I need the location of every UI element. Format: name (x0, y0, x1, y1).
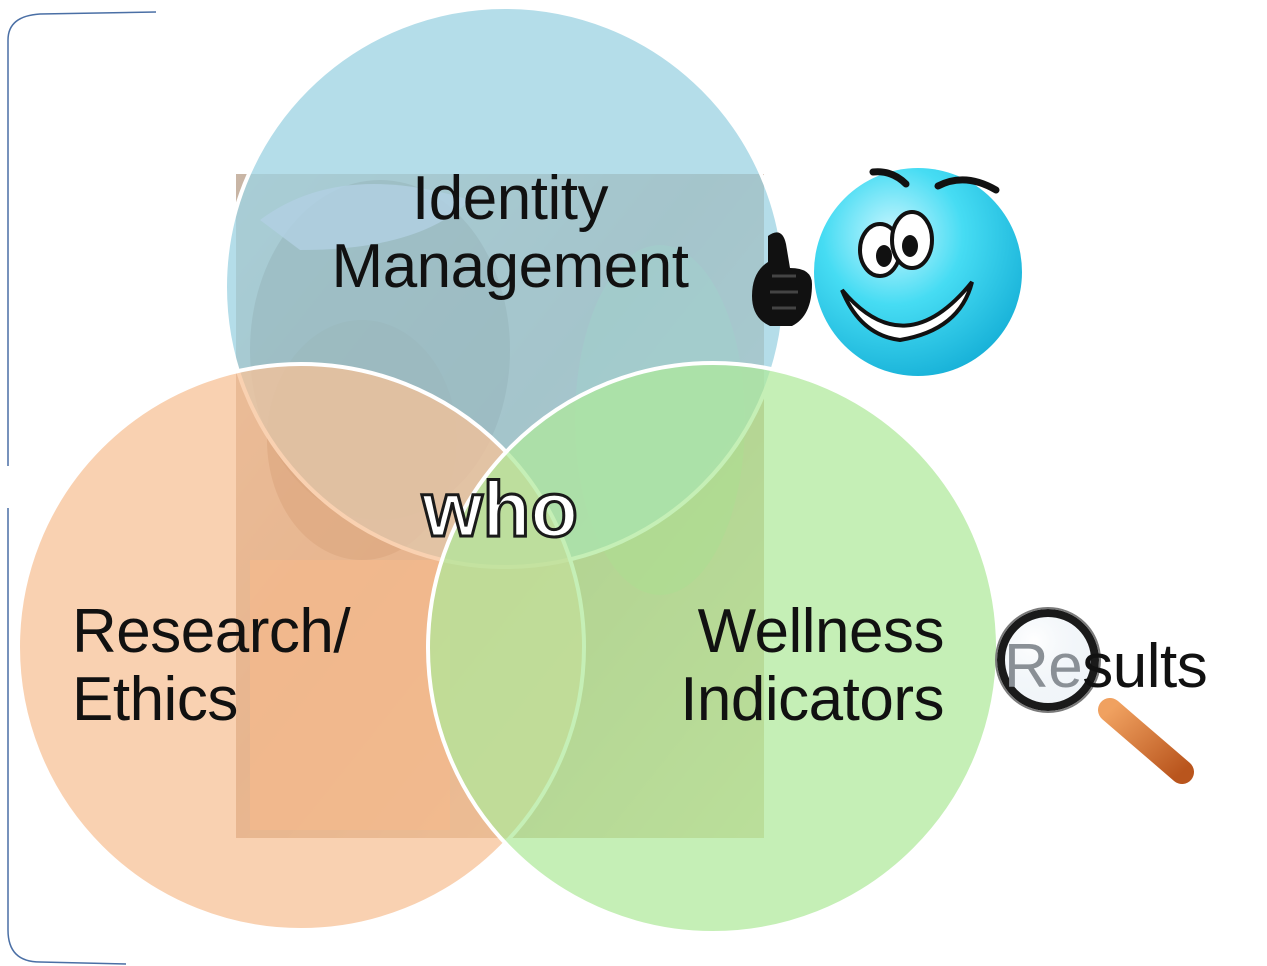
wellness-label-line2: Indicators (680, 665, 944, 734)
left-bracket-bottom (7, 508, 127, 965)
wellness-label-line1: Wellness (697, 597, 945, 666)
left-bracket-top (7, 11, 157, 466)
research-label-line2: Ethics (72, 665, 238, 734)
results-prefix: Re (1004, 632, 1083, 701)
research-label-line1: Research/ (72, 597, 351, 666)
thumbs-up-smiley-icon (752, 168, 1022, 376)
venn-label-research: Research/ Ethics (72, 597, 351, 734)
venn-label-identity: Identity Management (250, 165, 770, 301)
results-suffix: sults (1082, 632, 1208, 701)
identity-label-line2: Management (331, 232, 689, 301)
venn-label-wellness: Wellness Indicators (560, 598, 944, 734)
identity-label-line1: Identity (412, 164, 608, 233)
magnifying-glass-icon (995, 607, 1194, 784)
venn-center-label: who (421, 465, 580, 554)
results-label: Results (1004, 632, 1208, 702)
